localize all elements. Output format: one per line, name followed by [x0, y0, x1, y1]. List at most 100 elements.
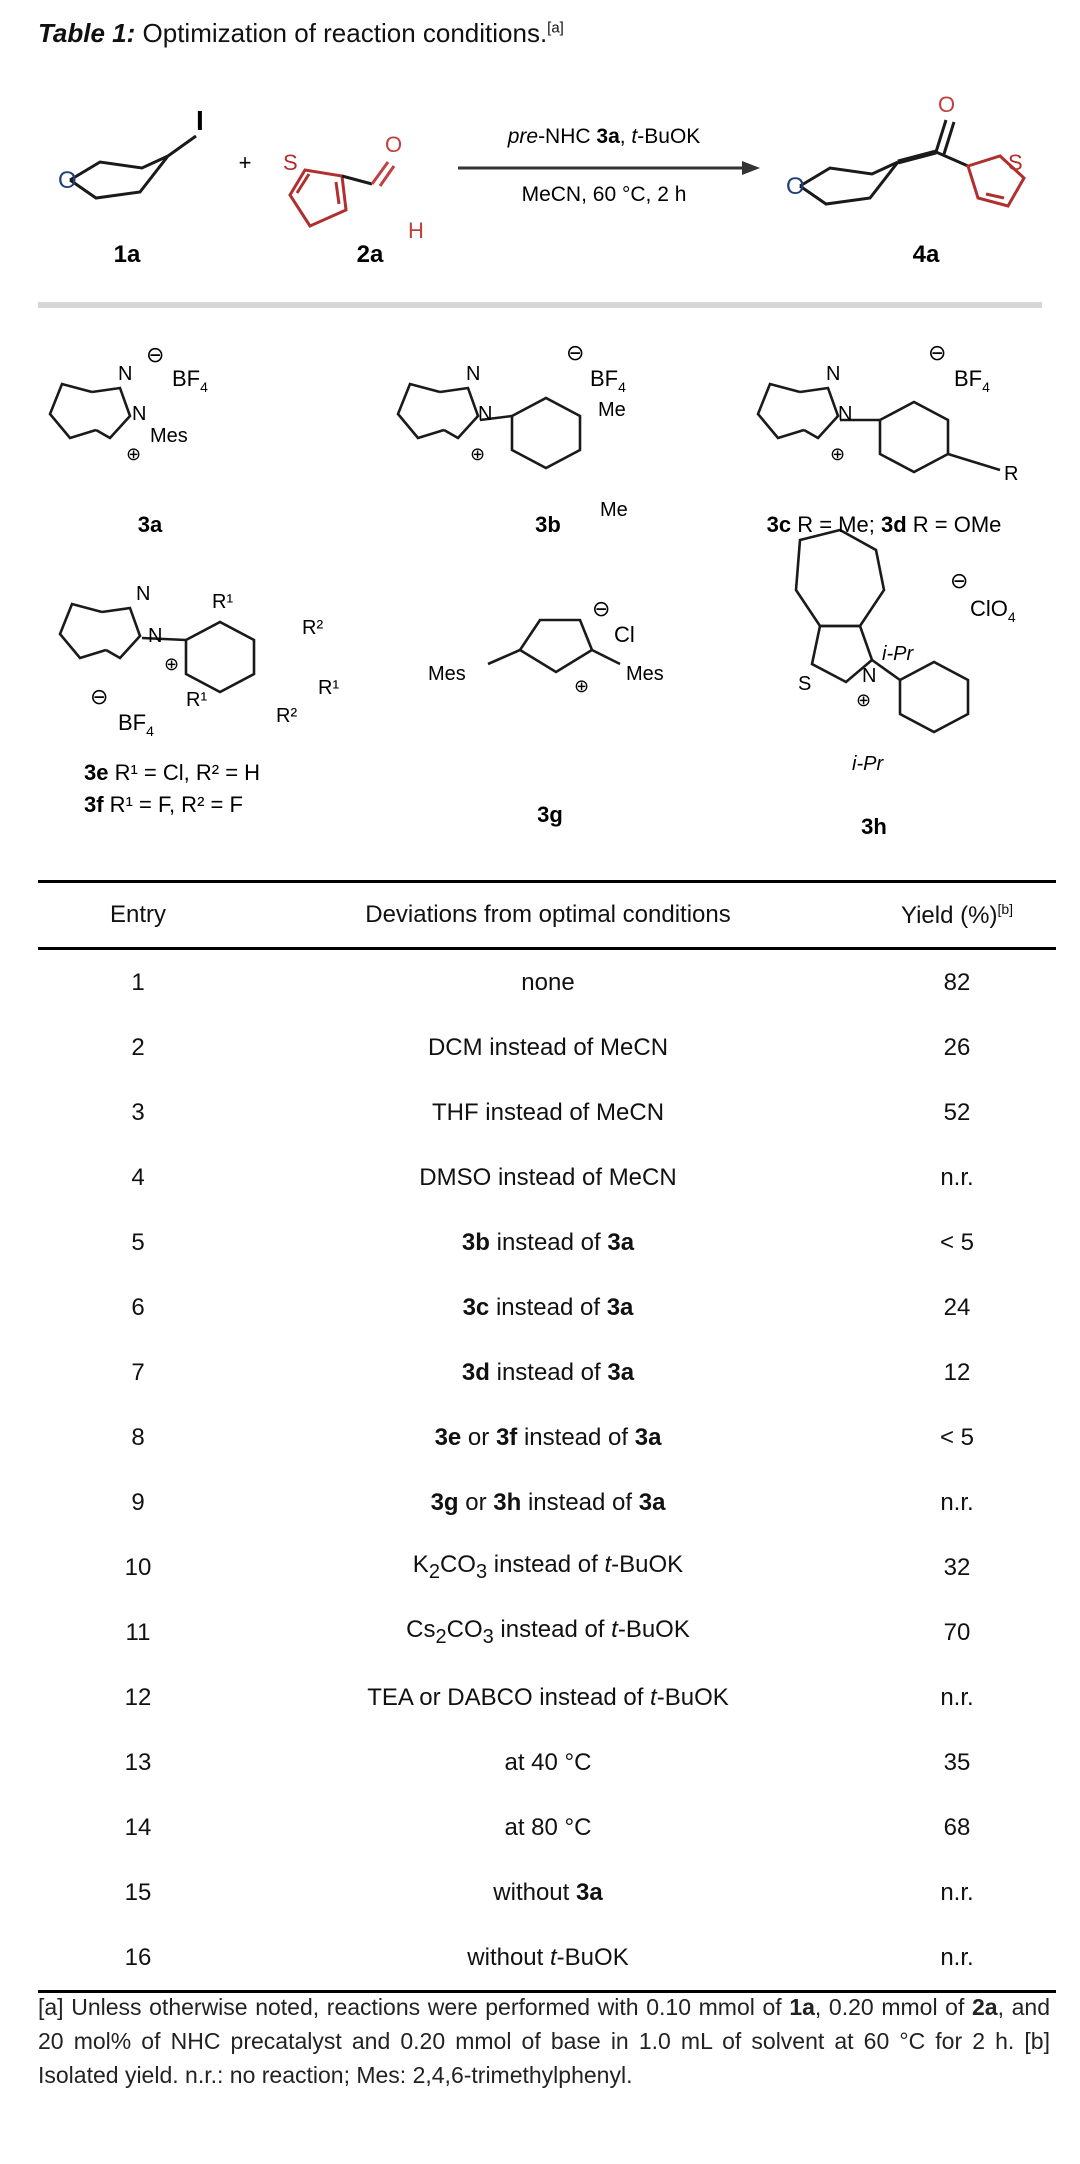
yield-cell: n.r.	[940, 1163, 974, 1191]
caption-note: [a]	[547, 19, 564, 37]
deviation-cell: at 80 °C	[504, 1813, 592, 1841]
svg-text:⊕: ⊕	[856, 690, 871, 710]
yield-cell: 26	[943, 1033, 971, 1061]
table-footnote: [a] Unless otherwise noted, reactions we…	[38, 1994, 1050, 2088]
yield-cell: < 5	[939, 1228, 975, 1256]
reaction-reagents: pre-NHC 3a, t-BuOK	[507, 125, 701, 148]
svg-text:⊕: ⊕	[164, 654, 179, 674]
catalyst-3g-label: 3g	[537, 802, 563, 827]
yield-cell: 35	[943, 1748, 971, 1776]
svg-text:N: N	[862, 665, 876, 687]
deviation-cell: 3d instead of 3a	[461, 1358, 635, 1386]
catalyst-3e-label: 3e R¹ = Cl, R² = H	[84, 760, 260, 785]
plus-charge: ⊕	[126, 444, 141, 464]
deviation-cell: TEA or DABCO instead of t-BuOK	[367, 1683, 729, 1711]
deviation-cell: DCM instead of MeCN	[427, 1033, 669, 1061]
table-row: 2 DCM instead of MeCN 26	[38, 1015, 1056, 1080]
anion-3c: BF4	[954, 366, 990, 395]
reactant-2a-structure: S O H	[283, 132, 424, 243]
svg-text:⊖: ⊖	[928, 340, 946, 365]
deviation-cell: none	[521, 968, 575, 996]
yield-cell: 82	[943, 968, 971, 996]
table-caption: Table 1: Optimization of reaction condit…	[38, 18, 564, 49]
deviation-cell: without 3a	[493, 1878, 603, 1906]
yield-cell: n.r.	[940, 1878, 974, 1906]
table-row: 3 THF instead of MeCN 52	[38, 1080, 1056, 1145]
entry-cell: 10	[124, 1553, 152, 1581]
svg-text:N: N	[148, 625, 162, 647]
svg-text:⊕: ⊕	[574, 676, 589, 696]
svg-text:⊖: ⊖	[566, 340, 584, 365]
deviation-cell: without t-BuOK	[238, 1925, 858, 1993]
anion-3a: BF4	[172, 366, 208, 395]
svg-text:i-Pr: i-Pr	[852, 753, 884, 775]
yield-cell: 32	[943, 1553, 971, 1581]
yield-cell: n.r.	[858, 1925, 1056, 1993]
entry-cell: 5	[131, 1228, 145, 1256]
svg-text:⊖: ⊖	[90, 684, 108, 709]
sulfur-atom: S	[283, 150, 298, 175]
anion-3g: Cl	[614, 622, 635, 647]
anion-3e: BF4	[118, 710, 154, 739]
reactant-2a-label: 2a	[357, 241, 384, 268]
header-deviation: Deviations from optimal conditions	[238, 880, 858, 950]
entry-cell: 13	[124, 1748, 152, 1776]
catalyst-3h-structure: ⊖ ClO4 i-Pr i-Pr S N ⊕	[794, 528, 1016, 775]
svg-text:R²: R²	[302, 617, 323, 639]
svg-text:⊖: ⊖	[950, 568, 968, 593]
catalyst-3c-3d-label: 3c R = Me; 3d R = OMe	[767, 512, 1002, 537]
yield-cell: n.r.	[940, 1488, 974, 1516]
ketone-oxygen: O	[938, 92, 955, 117]
aldehyde-hydrogen: H	[408, 218, 424, 243]
svg-text:N: N	[478, 403, 492, 425]
yield-cell: 52	[943, 1098, 971, 1126]
reactant-1a-structure: O I	[58, 105, 204, 200]
reaction-scheme: O I 1a + S O H 2a pre-NHC 3a, t-BuOK MeC…	[58, 92, 1026, 268]
deviation-cell: Cs2CO3 instead of t-BuOK	[406, 1616, 690, 1648]
yield-cell: < 5	[939, 1423, 975, 1451]
entry-cell: 14	[124, 1813, 152, 1841]
svg-text:R²: R²	[276, 705, 297, 727]
svg-text:Mes: Mes	[428, 663, 466, 685]
catalyst-3c-3d-structure: ⊖ BF4 N N ⊕ R	[756, 340, 1018, 485]
header-entry: Entry	[38, 880, 238, 950]
catalyst-3a-label: 3a	[138, 512, 163, 537]
entry-cell: 8	[131, 1423, 145, 1451]
catalyst-3a-structure: ⊖ BF4 N N Mes ⊕	[48, 342, 208, 464]
svg-text:N: N	[118, 363, 132, 385]
entry-cell: 3	[131, 1098, 145, 1126]
svg-text:i-Pr: i-Pr	[882, 643, 914, 665]
reaction-arrow	[458, 161, 760, 175]
product-4a-label: 4a	[913, 241, 940, 268]
entry-cell: 6	[131, 1293, 145, 1321]
entry-cell: 9	[131, 1488, 145, 1516]
svg-text:R¹: R¹	[212, 591, 233, 613]
yield-cell: 24	[943, 1293, 971, 1321]
svg-text:S: S	[798, 673, 811, 695]
catalyst-structures: ⊖ BF4 N N Mes ⊕ ⊖ BF4 N N ⊕ Me Me	[48, 340, 1018, 839]
deviation-cell: 3g or 3h instead of 3a	[430, 1488, 666, 1516]
deviation-cell: at 40 °C	[504, 1748, 592, 1776]
yield-cell: 70	[943, 1618, 971, 1646]
svg-text:Mes: Mes	[626, 663, 664, 685]
entry-cell: 2	[131, 1033, 145, 1061]
svg-text:N: N	[838, 403, 852, 425]
caption-text: Optimization of reaction conditions.	[135, 18, 548, 48]
catalyst-3h-label: 3h	[861, 814, 887, 839]
reaction-conditions: MeCN, 60 °C, 2 h	[522, 183, 687, 206]
product-oxygen: O	[786, 173, 805, 200]
catalyst-3g-structure: ⊖ Cl Mes Mes ⊕	[428, 596, 664, 696]
deviation-cell: THF instead of MeCN	[431, 1098, 665, 1126]
yield-cell: n.r.	[940, 1683, 974, 1711]
aldehyde-oxygen: O	[385, 132, 402, 157]
entry-cell: 16	[38, 1925, 238, 1993]
entry-cell: 7	[131, 1358, 145, 1386]
